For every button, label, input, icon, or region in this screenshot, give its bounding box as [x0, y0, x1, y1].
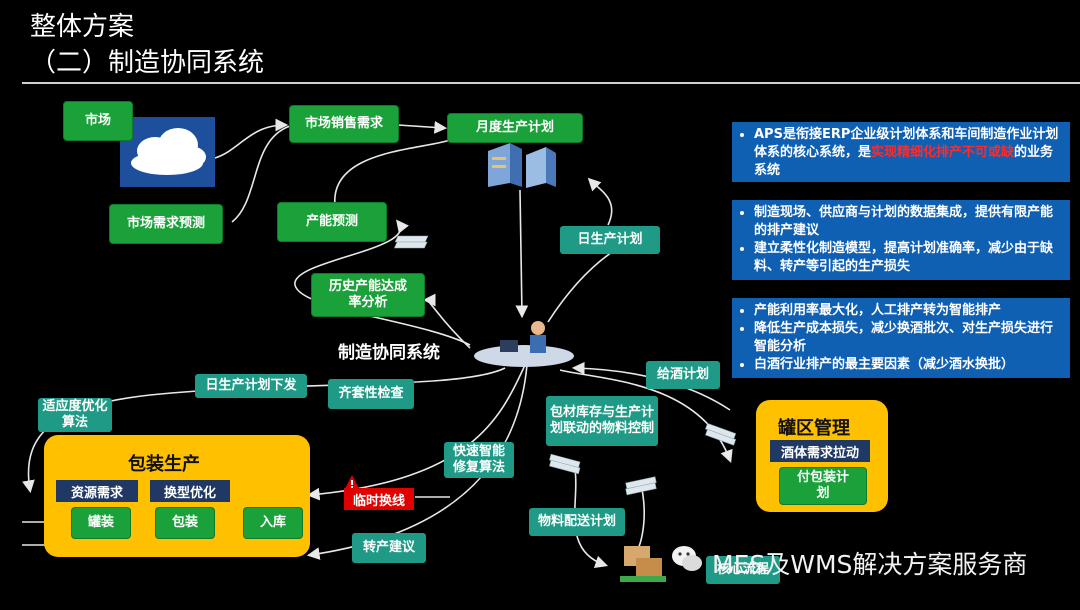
info-text: 的业务系统 — [754, 144, 1054, 178]
operator-desk-icon — [472, 318, 577, 368]
temp-change-node: 临时换线 — [344, 488, 414, 510]
page-subtitle: （二）制造协同系统 — [30, 48, 265, 78]
info-list: 产能利用率最大化，人工排产转为智能排产降低生产成本损失，减少换酒批次、对生产损失… — [740, 302, 1062, 374]
info-item: 建立柔性化制造模型，提高计划准确率，减少由于缺料、转产等引起的生产损失 — [754, 240, 1062, 276]
info-box-integration: 制造现场、供应商与计划的数据集成，提供有限产能的排产建议建立柔性化制造模型，提高… — [732, 200, 1070, 280]
changeover-opt-box: 换型优化 — [150, 480, 230, 502]
step-packing: 包装 — [156, 508, 214, 538]
info-text: 产能利用率最大化，人工排产转为智能排产 — [754, 303, 1002, 318]
cloud-icon — [120, 117, 215, 187]
info-item: APS是衔接ERP企业级计划体系和车间制造作业计划体系的核心系统，是实现精细化排… — [754, 126, 1062, 180]
wechat-icon — [670, 542, 704, 576]
info-item: 白酒行业排产的最主要因素（减少酒水换批） — [754, 356, 1062, 374]
history-capacity-node: 历史产能达成率分析 — [312, 274, 424, 316]
kit-check-node: 齐套性检查 — [328, 379, 414, 409]
capacity-forecast-node: 产能预测 — [278, 203, 386, 241]
central-system-label: 制造协同系统 — [338, 343, 440, 363]
daily-plan-node: 日生产计划 — [560, 226, 660, 254]
info-text: APS是衔接ERP企业级计划体系和车间制造作业计划体系的核心系统，是 — [754, 127, 1059, 160]
info-box-benefits: 产能利用率最大化，人工排产转为智能排产降低生产成本损失，减少换酒批次、对生产损失… — [732, 298, 1070, 378]
resource-demand-box: 资源需求 — [56, 480, 138, 502]
transfer-suggestion-node: 转产建议 — [352, 533, 426, 563]
info-item: 制造现场、供应商与计划的数据集成，提供有限产能的排产建议 — [754, 204, 1062, 240]
material-delivery-node: 物料配送计划 — [529, 508, 625, 536]
packing-linkage-node: 包材库存与生产计划联动的物料控制 — [546, 396, 658, 446]
monthly-plan-node: 月度生产计划 — [448, 114, 582, 142]
wine-plan-node: 给酒计划 — [646, 361, 720, 389]
market-forecast-node: 市场需求预测 — [110, 205, 222, 243]
info-list: 制造现场、供应商与计划的数据集成，提供有限产能的排产建议建立柔性化制造模型，提高… — [740, 204, 1062, 276]
daily-plan-issue-node: 日生产计划下发 — [195, 374, 307, 398]
market-node: 市场 — [64, 102, 132, 140]
info-text: 制造现场、供应商与计划的数据集成，提供有限产能的排产建议 — [754, 205, 1054, 238]
tank-pull-box: 酒体需求拉动 — [770, 440, 870, 462]
core-logistics-node: 核心流程 — [706, 556, 780, 584]
warning-icon — [344, 474, 360, 490]
tank-pay-plan-box: 付包装计划 — [780, 468, 866, 504]
watermark-text: MES及WMS解决方案服务商 — [712, 550, 1028, 579]
info-item: 产能利用率最大化，人工排产转为智能排产 — [754, 302, 1062, 320]
info-box-aps: APS是衔接ERP企业级计划体系和车间制造作业计划体系的核心系统，是实现精细化排… — [732, 122, 1070, 182]
title-divider — [22, 82, 1080, 84]
packaging-title: 包装生产 — [128, 454, 200, 475]
info-item: 降低生产成本损失，减少换酒批次、对生产损失进行智能分析 — [754, 320, 1062, 356]
info-text: 建立柔性化制造模型，提高计划准确率，减少由于缺料、转产等引起的生产损失 — [754, 240, 1054, 274]
page-title: 整体方案 — [30, 12, 135, 42]
info-text: 白酒行业排产的最主要因素（减少酒水换批） — [754, 356, 1015, 372]
warehouse-icon — [614, 540, 676, 588]
market-sales-demand-node: 市场销售需求 — [290, 106, 398, 142]
adaptive-algorithm-node: 适应度优化算法 — [38, 398, 112, 432]
quick-repair-node: 快速智能修复算法 — [444, 442, 514, 478]
step-warehousing: 入库 — [244, 508, 302, 538]
server-icon — [486, 143, 558, 188]
info-text: 降低生产成本损失，减少换酒批次、对生产损失进行智能分析 — [754, 320, 1054, 354]
tank-title: 罐区管理 — [778, 418, 850, 439]
step-filling: 罐装 — [72, 508, 130, 538]
info-highlight: 实现精细化排产不可或缺 — [871, 144, 1015, 160]
info-list: APS是衔接ERP企业级计划体系和车间制造作业计划体系的核心系统，是实现精细化排… — [740, 126, 1062, 180]
